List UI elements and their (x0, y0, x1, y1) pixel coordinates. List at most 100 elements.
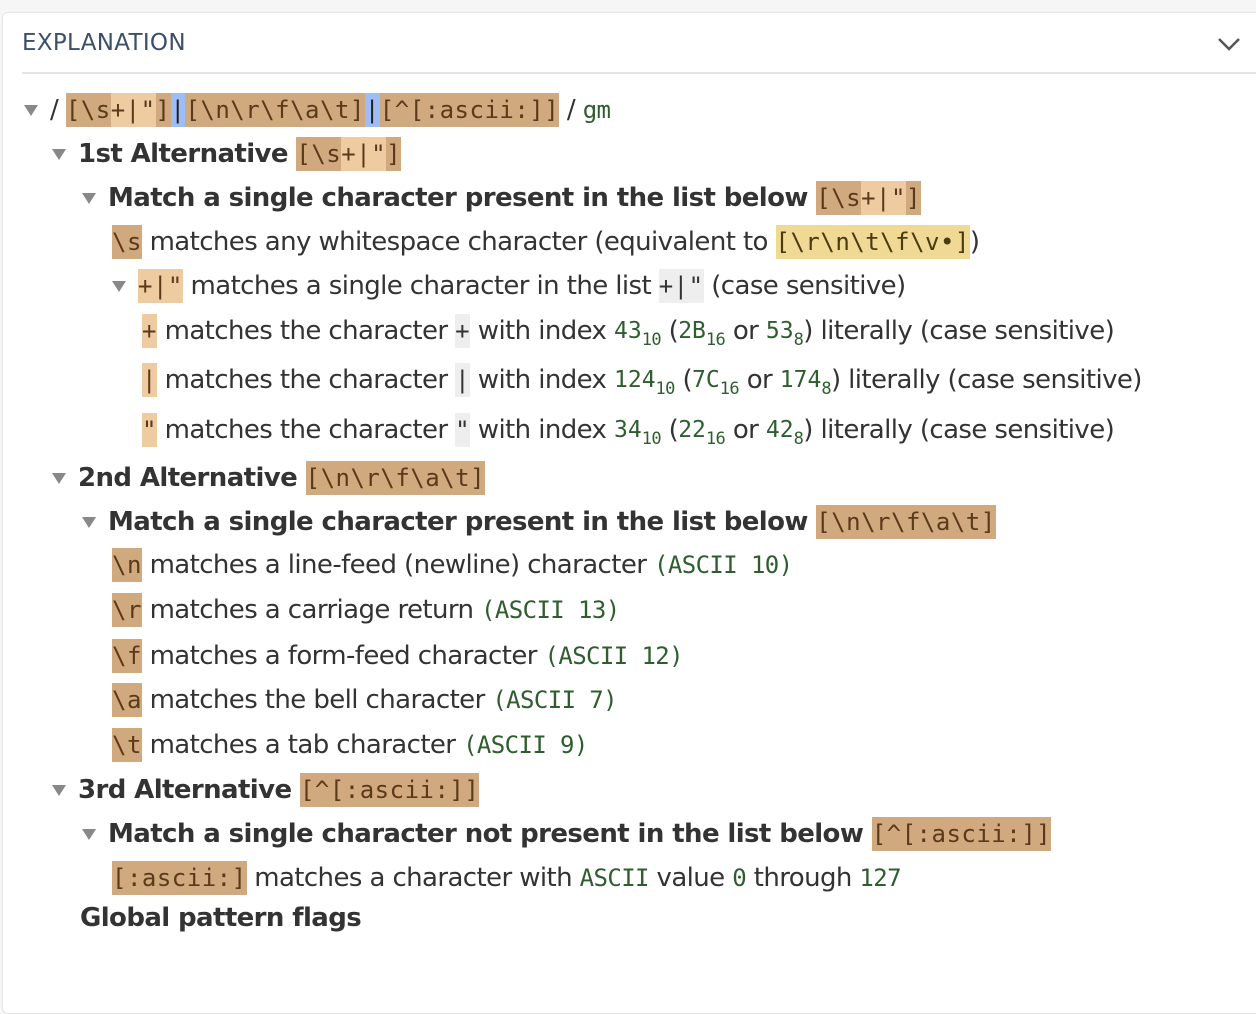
row-text: matches a tab character (141, 730, 464, 760)
row-text: matches any whitespace character (equiva… (141, 227, 776, 257)
regex-token: + (455, 314, 471, 348)
explanation-row: Global pattern flags (80, 896, 362, 940)
regex-token: \a (112, 683, 142, 717)
explanation-row: +|" matches a single character in the li… (112, 264, 906, 308)
row-text: ) literally (case sensitive) (803, 316, 1115, 346)
explanation-row: \t matches a tab character (ASCII 9) (112, 723, 588, 767)
panel-title: EXPLANATION (22, 30, 186, 56)
value-text: 2B (678, 318, 706, 344)
regex-token: [:ascii:] (112, 861, 247, 895)
row-text: matches the character (156, 365, 456, 395)
regex-token: [^[:ascii:]] (871, 817, 1052, 851)
explanation-row: 2nd Alternative [\n\r\f\a\t] (52, 456, 486, 500)
row-text: or (725, 316, 766, 346)
regex-token: [^[:ascii:]] (299, 773, 480, 807)
value-text: 174 (779, 367, 822, 393)
explanation-row: Match a single character not present in … (82, 812, 1052, 856)
value-text: (ASCII 12) (544, 642, 684, 670)
row-heading: Match a single character not present in … (108, 819, 872, 849)
value-text: (ASCII 9) (463, 731, 588, 759)
regex-token: [\n\r\f\a\t] (816, 505, 996, 539)
value-text: 43 (614, 318, 642, 344)
row-text: ) literally (case sensitive) (803, 415, 1115, 445)
row-text: matches a line-feed (newline) character (141, 550, 655, 580)
row-text: through (746, 863, 860, 893)
regex-token: | (455, 363, 471, 397)
row-text: matches the character (156, 415, 456, 445)
regex-token: [^[:ascii:]] (379, 93, 560, 127)
value-text: 42 (765, 417, 794, 443)
regex-token: ] (155, 93, 171, 127)
value-text: 8 (821, 379, 831, 399)
explanation-row: \f matches a form-feed character (ASCII … (112, 634, 684, 678)
value-text: 8 (793, 429, 804, 449)
regex-token: + (142, 314, 157, 348)
row-heading: Global pattern flags (80, 903, 362, 933)
row-text: ) (969, 227, 980, 257)
row-heading: 1st Alternative (78, 139, 297, 169)
expand-triangle-icon[interactable] (82, 516, 96, 528)
regex-token: +|" (341, 137, 387, 171)
explanation-row: 1st Alternative [\s+|"] (52, 132, 402, 176)
row-text: with index (470, 365, 614, 395)
regex-token: \t (112, 728, 142, 762)
expand-triangle-icon[interactable] (52, 148, 66, 160)
regex-token: \s (112, 225, 142, 259)
value-text: (ASCII 13) (481, 596, 620, 624)
regex-token: \n (112, 548, 142, 582)
regex-token: " (455, 413, 471, 447)
explanation-row: [:ascii:] matches a character with ASCII… (112, 856, 902, 900)
regex-token: [\r\n\t\f\v•] (775, 225, 970, 259)
expand-triangle-icon[interactable] (24, 104, 38, 116)
regex-token: ] (905, 181, 921, 215)
header-divider (22, 72, 1256, 74)
expand-triangle-icon[interactable] (82, 192, 96, 204)
explanation-row: \s matches any whitespace character (equ… (112, 220, 980, 264)
regex-token: +|" (658, 269, 704, 303)
value-text: 10 (641, 429, 662, 449)
regex-token: +|" (861, 181, 906, 215)
expand-triangle-icon[interactable] (52, 784, 66, 796)
row-text: ) literally (case sensitive) (830, 365, 1142, 395)
value-text: 34 (614, 417, 642, 443)
explanation-row: 3rd Alternative [^[:ascii:]] (52, 768, 480, 812)
row-text: ( (660, 316, 679, 346)
row-heading: Match a single character present in the … (108, 183, 817, 213)
value-text: (ASCII 7) (492, 686, 617, 714)
regex-token: | (142, 363, 157, 397)
regex-token: ] (386, 137, 402, 171)
row-text: ( (660, 415, 679, 445)
expand-triangle-icon[interactable] (82, 828, 96, 840)
expand-triangle-icon[interactable] (112, 280, 126, 292)
row-text: / (50, 95, 66, 125)
row-text: matches a carriage return (141, 595, 482, 625)
regex-token: [\s (816, 181, 862, 215)
value-text: 7C (692, 367, 720, 393)
value-text: 16 (719, 379, 740, 399)
regex-token: +|" (138, 269, 183, 303)
value-text: 16 (705, 330, 726, 350)
row-text: matches a character with (246, 863, 580, 893)
value-text: 10 (641, 330, 662, 350)
regex-token: [\s (296, 137, 342, 171)
regex-token: [\n\r\f\a\t] (305, 461, 486, 495)
regex-token: \r (112, 593, 142, 627)
expand-triangle-icon[interactable] (52, 472, 66, 484)
explanation-row: / [\s+|"]|[\n\r\f\a\t]|[^[:ascii:]] / gm (24, 88, 611, 132)
explanation-row: \n matches a line-feed (newline) charact… (112, 543, 793, 587)
row-text: matches the bell character (141, 685, 493, 715)
row-heading: 2nd Alternative (78, 463, 306, 493)
value-text: 124 (614, 367, 656, 393)
row-text: with index (470, 415, 614, 445)
value-text: 8 (793, 330, 804, 350)
chevron-down-icon[interactable] (1216, 34, 1242, 54)
value-text: 0 (732, 864, 747, 892)
regex-token: \f (112, 639, 142, 673)
value-text: 22 (678, 417, 706, 443)
explanation-row: \a matches the bell character (ASCII 7) (112, 678, 618, 722)
value-text: ASCII (579, 864, 650, 892)
row-text: matches a single character in the list (182, 271, 659, 301)
regex-token: [\n\r\f\a\t] (185, 93, 365, 127)
regex-token: +|" (110, 93, 156, 127)
